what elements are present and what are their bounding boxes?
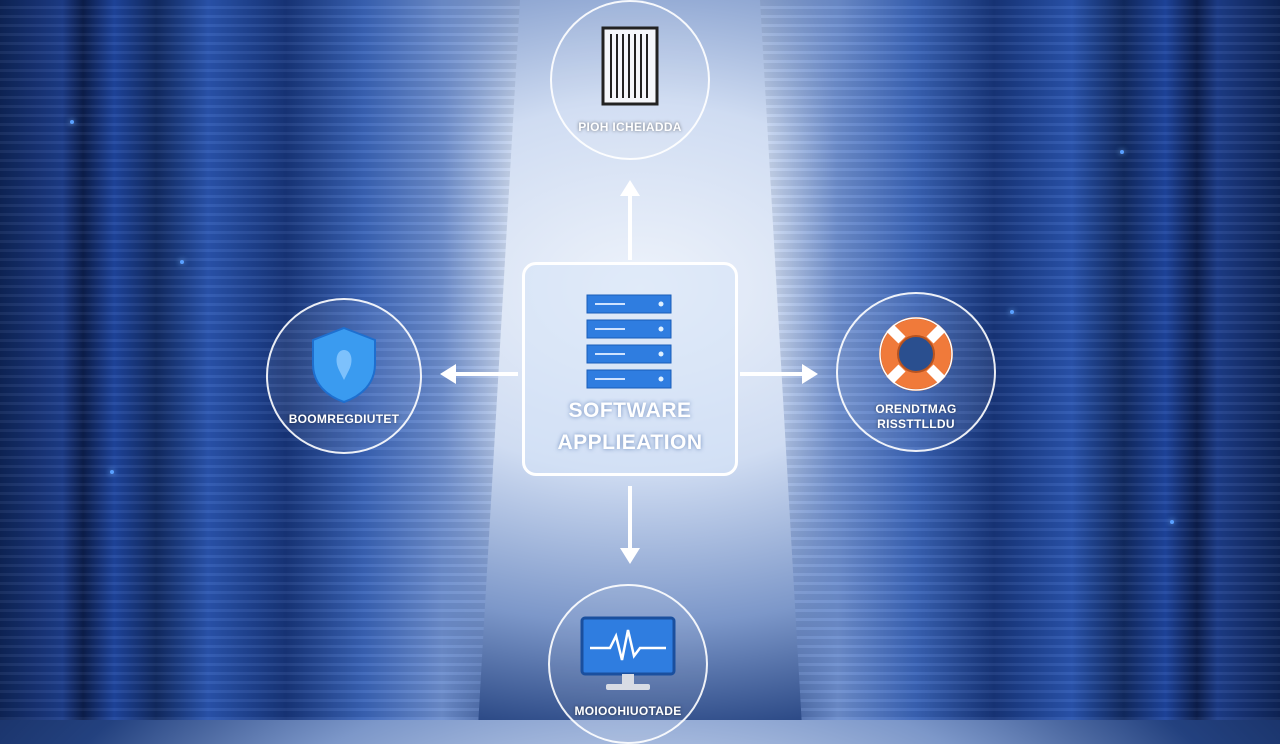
software-application-box: SOFTWARE APPLIEATION <box>522 262 738 476</box>
arrow-down <box>620 486 640 564</box>
node-top-label: PIOH ICHEIADDA <box>578 119 682 134</box>
arrow-up <box>620 180 640 260</box>
node-left-label: BOOMREGDIUTET <box>288 411 400 426</box>
node-right-label-line2: RISSTTLLDU <box>877 417 955 431</box>
node-top: PIOH ICHEIADDA <box>550 0 710 160</box>
node-bottom: MOIOOHIUOTADE <box>548 584 708 744</box>
arrow-left <box>440 364 518 384</box>
server-stack-icon <box>586 294 672 389</box>
center-title-line2: APPLIEATION <box>557 431 703 454</box>
lifebuoy-icon <box>879 317 953 391</box>
shield-icon <box>312 326 376 403</box>
arrow-right <box>740 364 818 384</box>
document-icon <box>601 26 659 105</box>
node-right-label-line1: ORENDTMAG <box>875 402 957 416</box>
node-bottom-label: MOIOOHIUOTADE <box>574 704 682 718</box>
node-right: ORENDTMAG RISSTTLLDU <box>836 292 996 452</box>
monitor-pulse-icon <box>580 616 676 690</box>
server-rack-left <box>0 0 520 720</box>
center-title-line1: SOFTWARE <box>568 399 692 422</box>
node-left: BOOMREGDIUTET <box>266 298 422 454</box>
